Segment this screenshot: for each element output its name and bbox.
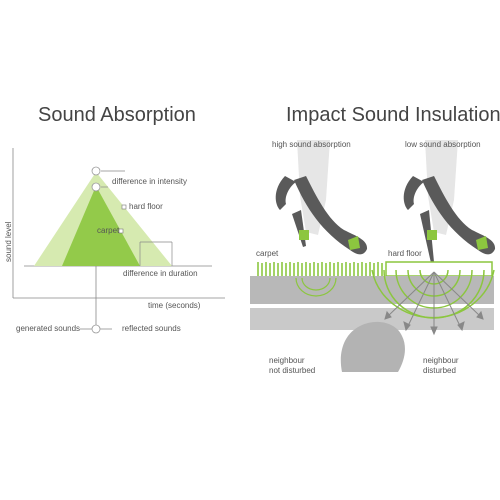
generated-sounds-label: generated sounds <box>16 324 81 333</box>
carpet-label-left: carpet <box>97 226 120 235</box>
right-high-heel-icon <box>403 176 496 263</box>
carpet-marker <box>118 228 124 234</box>
difference-in-duration-label: difference in duration <box>123 269 198 278</box>
x-axis-label: time (seconds) <box>148 301 201 310</box>
hard-floor-tile <box>385 261 493 277</box>
neighbour-not-disturbed-label: neighbour not disturbed <box>269 356 316 376</box>
high-sound-absorption-label: high sound absorption <box>272 140 351 149</box>
hard-floor-peak-marker <box>91 166 101 176</box>
low-sound-absorption-label: low sound absorption <box>405 140 481 149</box>
hard-floor-label-right: hard floor <box>388 249 422 258</box>
neighbour-head-icon <box>340 321 405 372</box>
neighbour-disturbed-label: neighbour disturbed <box>423 356 459 376</box>
sound-propagation-arrows <box>384 271 484 336</box>
source-marker <box>91 324 101 334</box>
carpet-sound-waves <box>295 277 337 297</box>
left-high-heel-icon <box>275 176 368 255</box>
hard-floor-label-left: hard floor <box>129 202 163 211</box>
carpet-peak-marker <box>91 182 101 192</box>
hard-floor-marker <box>121 204 127 210</box>
carpet-label-right: carpet <box>256 249 279 258</box>
ceiling-slab <box>250 308 494 330</box>
sound-absorption-title: Sound Absorption <box>38 104 196 126</box>
carpet-strip <box>257 262 383 276</box>
impact-sound-insulation-title: Impact Sound Insulation <box>286 104 500 126</box>
reflected-sounds-label: reflected sounds <box>122 324 181 333</box>
difference-in-intensity-label: difference in intensity <box>112 177 188 186</box>
carpet-decay-area <box>62 186 140 266</box>
